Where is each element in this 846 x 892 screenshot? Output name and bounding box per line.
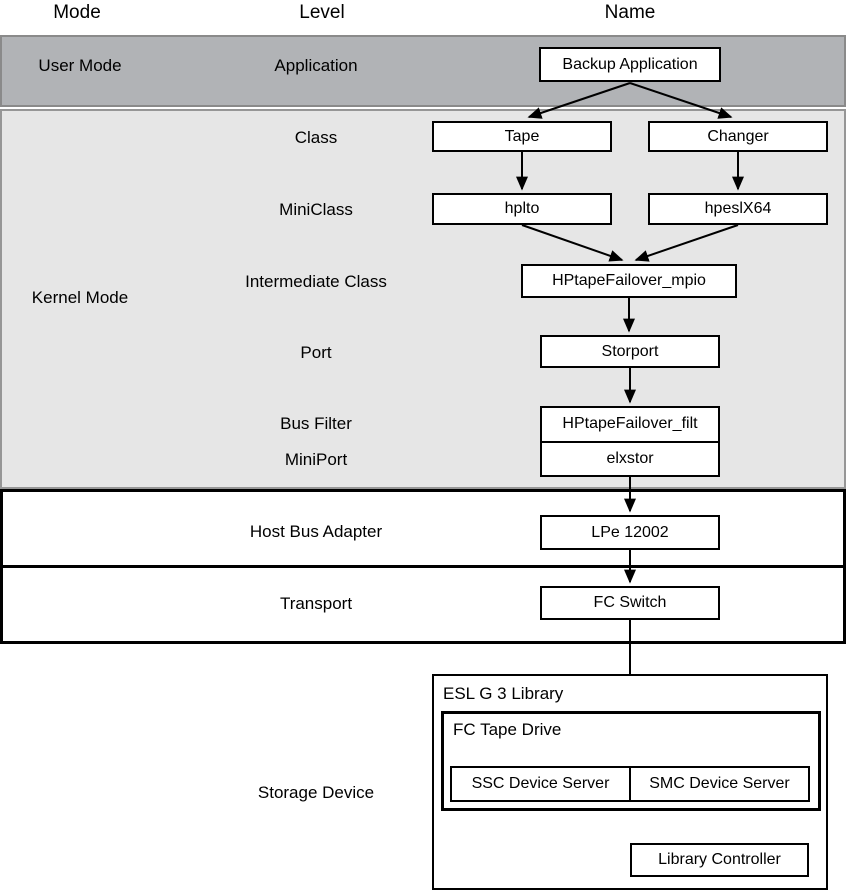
- column-header-level: Level: [299, 2, 345, 23]
- node-storport: Storport: [540, 335, 720, 368]
- node-elxstor: elxstor: [606, 449, 654, 467]
- node-stack-filter-miniport: HPtapeFailover_filt elxstor: [540, 406, 720, 477]
- node-hptapefailover-filt: HPtapeFailover_filt: [542, 408, 718, 443]
- node-row-device-servers: SSC Device Server SMC Device Server: [450, 766, 810, 802]
- level-label-class: Class: [294, 128, 338, 147]
- node-tape: Tape: [432, 121, 612, 152]
- level-label-bus-filter: Bus Filter: [280, 414, 352, 433]
- node-hptapefailover-mpio: HPtapeFailover_mpio: [521, 264, 737, 298]
- level-label-application: Application: [274, 56, 358, 75]
- level-label-host-bus-adapter: Host Bus Adapter: [249, 522, 383, 541]
- node-hplto: hplto: [432, 193, 612, 225]
- frame-label-fc-tape-drive: FC Tape Drive: [453, 720, 562, 739]
- node-backup-application: Backup Application: [539, 47, 721, 82]
- level-label-port: Port: [300, 343, 332, 362]
- column-header-mode: Mode: [53, 2, 101, 23]
- frame-fc-tape-drive: FC Tape Drive: [441, 711, 821, 811]
- node-library-controller: Library Controller: [630, 843, 809, 877]
- level-label-transport: Transport: [279, 594, 353, 613]
- mode-label-kernel: Kernel Mode: [31, 288, 129, 307]
- level-label-intermediate-class: Intermediate Class: [245, 272, 387, 291]
- node-changer: Changer: [648, 121, 828, 152]
- node-lpe12002: LPe 12002: [540, 515, 720, 550]
- level-label-miniport: MiniPort: [284, 450, 348, 469]
- node-fc-switch: FC Switch: [540, 586, 720, 620]
- node-hpeslx64: hpeslX64: [648, 193, 828, 225]
- mode-label-user: User Mode: [38, 56, 122, 75]
- level-label-storage-device: Storage Device: [257, 783, 375, 802]
- frame-label-esl-library: ESL G 3 Library: [443, 684, 564, 703]
- node-smc-device-server: SMC Device Server: [649, 775, 790, 792]
- level-label-miniclass: MiniClass: [279, 200, 353, 219]
- column-header-name: Name: [604, 2, 656, 23]
- node-ssc-device-server: SSC Device Server: [452, 768, 631, 800]
